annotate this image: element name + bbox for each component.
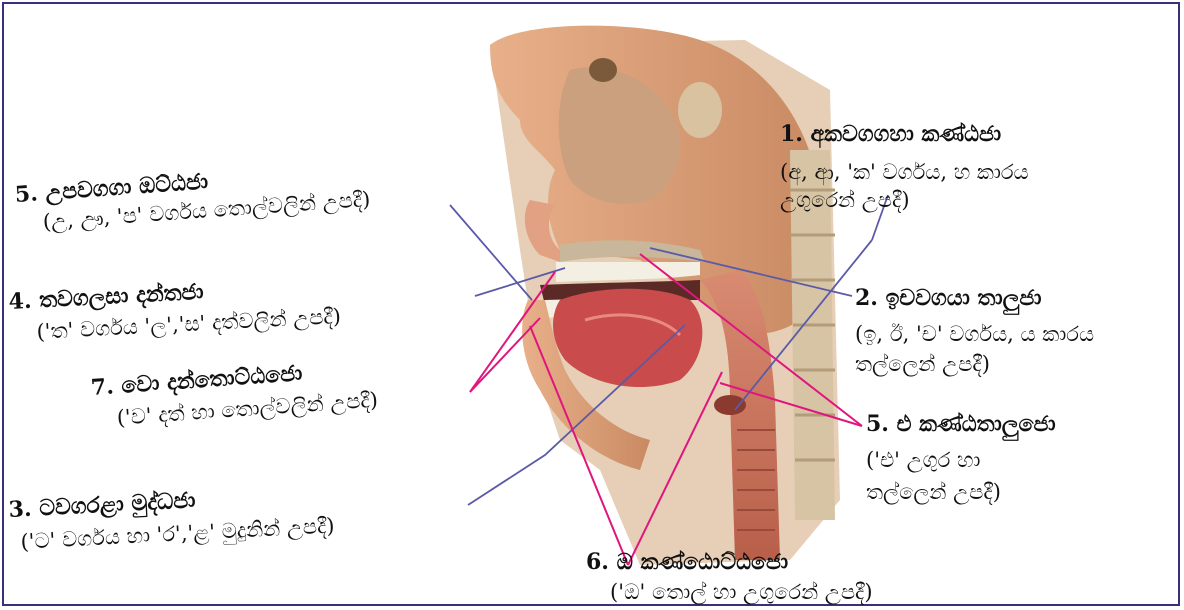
larynx: [714, 395, 746, 415]
label-5b-desc-line2: තල්ලෙන් උපදී): [866, 480, 1001, 504]
label-1-desc-line2: උගුරෙන් උපදී): [780, 188, 910, 212]
label-1-title: 1. අකවගගහා කණ්ඨජා: [780, 122, 1001, 147]
label-5b-desc-line1: ('එ' උගුර හා: [866, 448, 980, 472]
label-2-desc-line2: තල්ලෙන් උපදී): [855, 352, 990, 376]
label-5b-title: 5. එ කණ්ඨතාලුජො: [866, 412, 1056, 437]
label-2-desc-line1: (ඉ, ඊ, 'ච' වර්ගය, ය කාරය: [855, 322, 1094, 346]
label-6-desc: ('ඔ' තොල් හා උගුරෙන් උපදී): [610, 580, 873, 604]
label-1-desc-line1: (අ, ආ, 'ක' වර්ගය, හ කාරය: [780, 160, 1029, 184]
label-6-title: 6. ඔ කණ්ඨොට්ඨජො: [586, 550, 788, 575]
sinus-cavity: [589, 58, 617, 82]
label-2-title: 2. ඉචවගයා තාලුජා: [855, 286, 1042, 311]
